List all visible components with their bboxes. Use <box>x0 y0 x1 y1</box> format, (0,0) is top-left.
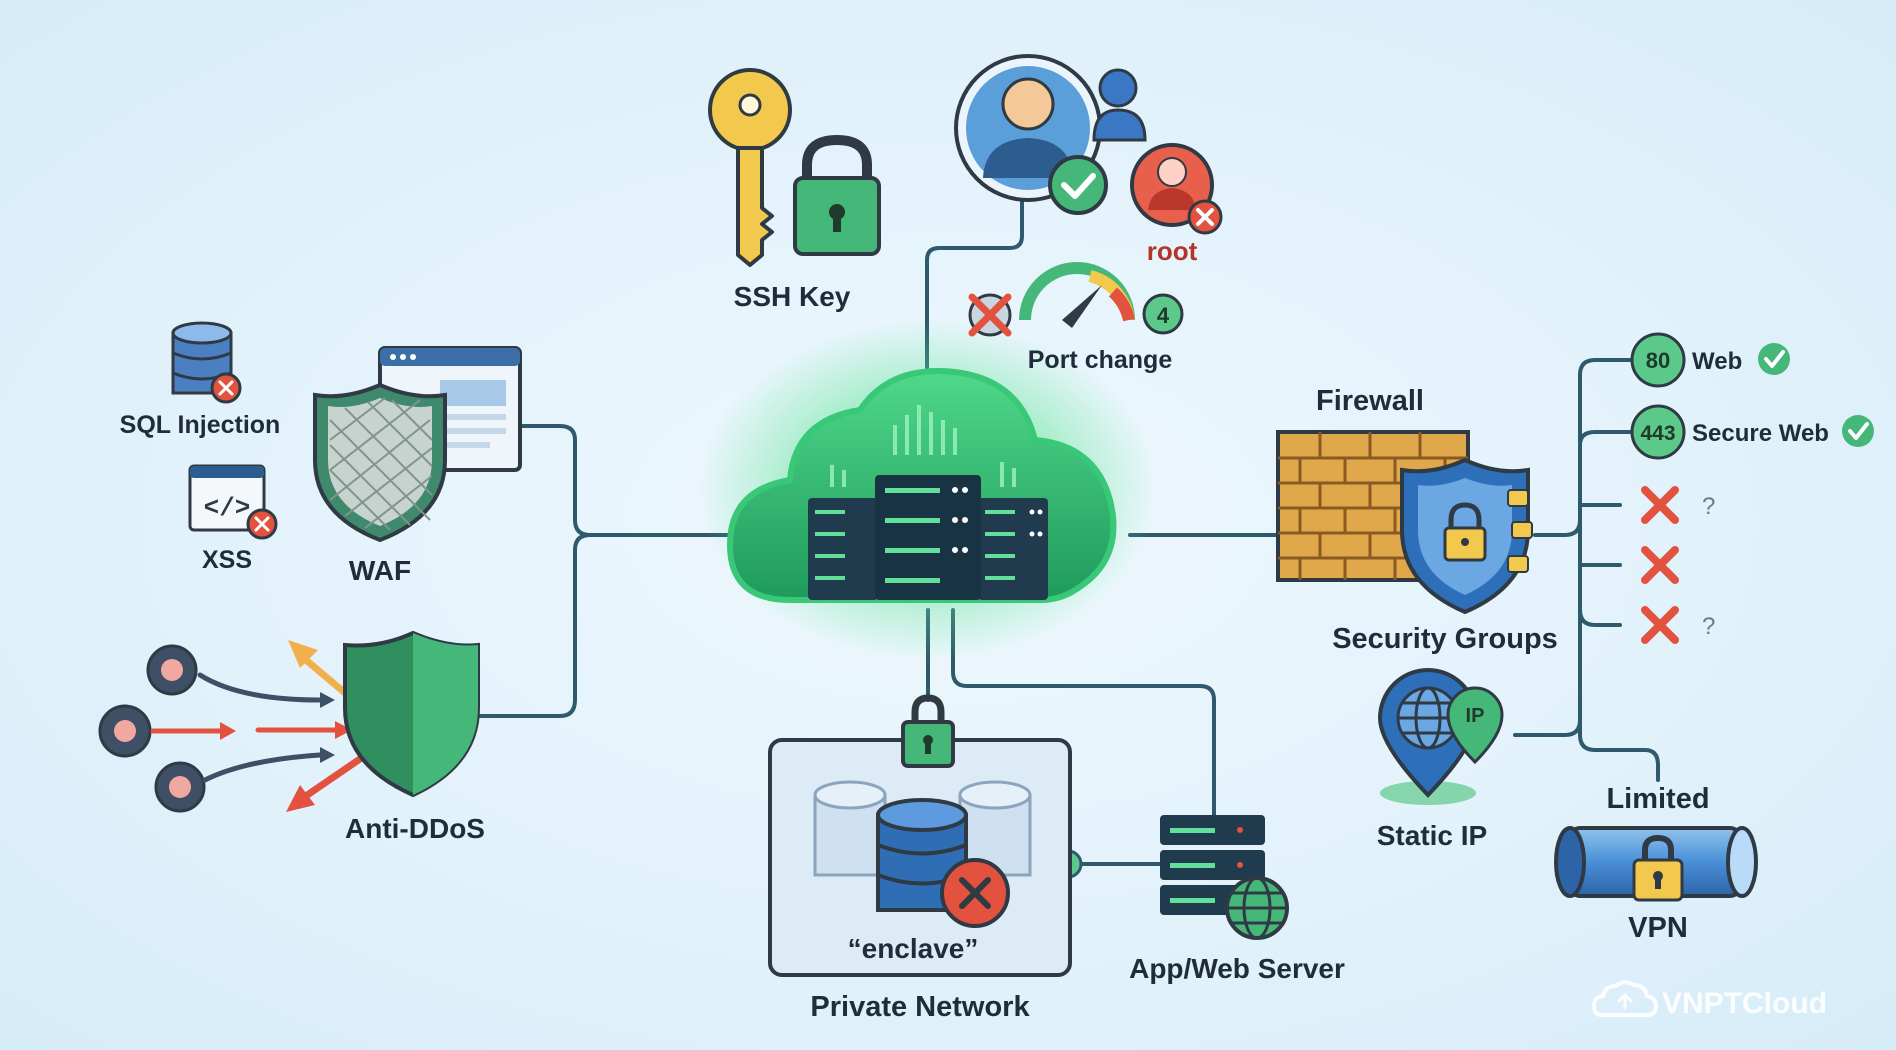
ssh-key-group: SSH Key <box>708 68 881 312</box>
port-rule-80: 80 Web <box>1630 332 1790 388</box>
anti-ddos-label: Anti-DDoS <box>345 813 485 844</box>
shield-icon <box>1400 457 1533 615</box>
brand-text: VNPTCloud <box>1662 987 1827 1020</box>
key-icon <box>708 68 792 267</box>
check-icon <box>1842 415 1874 447</box>
enclave-label: “enclave” <box>848 933 979 964</box>
users-group: root <box>954 54 1223 266</box>
line-static-ip <box>1513 718 1582 737</box>
port-rule-denied: ? <box>1641 606 1715 644</box>
port-number-badge: 4 <box>1142 293 1184 335</box>
padlock-icon <box>793 134 881 256</box>
code-glyph: </> <box>204 493 251 523</box>
database-icon <box>813 780 1032 928</box>
globe-icon <box>1225 876 1289 940</box>
port-rule-denied: ? <box>1641 486 1715 524</box>
deny-icon <box>1641 606 1679 644</box>
database-icon <box>171 321 242 404</box>
vpn-label: VPN <box>1628 912 1688 944</box>
port-rules: 80 Web 443 Secure Web ? ? <box>1630 332 1874 644</box>
svg-text:4: 4 <box>1157 303 1170 328</box>
code-icon: </> <box>188 464 278 540</box>
app-web-server-group: App/Web Server <box>1129 815 1345 984</box>
line-cloud-to-ssh <box>925 188 1024 374</box>
svg-text:443: 443 <box>1640 422 1675 445</box>
cloud-server-icon <box>698 320 1158 660</box>
ip-pin-icon: IP <box>1446 686 1504 765</box>
port-rule-label: Secure Web <box>1692 420 1829 447</box>
check-icon <box>1758 343 1790 375</box>
port-rule-denied <box>1641 546 1679 584</box>
sql-injection-label: SQL Injection <box>120 411 281 439</box>
anti-ddos-group: Anti-DDoS <box>98 630 485 844</box>
brand-logo: VNPTCloud <box>1591 980 1827 1020</box>
shield-icon <box>343 630 480 798</box>
svg-text:IP: IP <box>1466 705 1485 727</box>
static-ip-group: IP Static IP <box>1377 668 1504 851</box>
limited-label: Limited <box>1606 783 1709 815</box>
bug-icon <box>154 761 206 813</box>
security-groups-label: Security Groups <box>1332 623 1558 655</box>
firewall-label: Firewall <box>1316 385 1424 417</box>
deny-icon <box>1641 546 1679 584</box>
line-port-x3 <box>1578 608 1622 627</box>
svg-text:80: 80 <box>1646 348 1670 373</box>
static-ip-label: Static IP <box>1377 820 1487 851</box>
shield-icon <box>313 382 447 543</box>
xss-label: XSS <box>202 546 252 574</box>
port-rule-443: 443 Secure Web <box>1630 404 1874 460</box>
waf-group: SQL Injection </> XSS WAF <box>120 321 522 586</box>
private-network-label: Private Network <box>810 991 1030 1023</box>
port-change-group: 4 Port change <box>968 262 1184 374</box>
user-icon <box>954 54 1147 202</box>
line-left-to-ddos <box>476 533 592 718</box>
line-vpn <box>1578 718 1660 782</box>
deny-icon <box>1641 486 1679 524</box>
waf-label: WAF <box>349 555 411 586</box>
server-rack <box>808 475 1048 600</box>
port-rule-label: ? <box>1702 493 1715 520</box>
app-web-server-label: App/Web Server <box>1129 953 1345 984</box>
port-rule-label: ? <box>1702 613 1715 640</box>
line-port-443 <box>1563 430 1632 537</box>
root-user-icon <box>1130 143 1223 235</box>
port-rule-label: Web <box>1692 348 1742 375</box>
padlock-icon <box>1632 834 1684 902</box>
port-change-label: Port change <box>1028 346 1173 374</box>
blocked-port-icon <box>968 293 1012 337</box>
arrowheads <box>220 640 352 812</box>
check-icon <box>1048 155 1108 215</box>
vpn-group: Limited VPN <box>1554 783 1758 944</box>
line-cloud-to-app <box>951 608 1216 842</box>
private-network-group: “enclave” Private Network <box>768 694 1072 1023</box>
gauge-icon <box>1019 262 1135 328</box>
ssh-key-label: SSH Key <box>734 281 851 312</box>
root-label: root <box>1147 236 1198 266</box>
bug-icon <box>98 704 152 758</box>
cloud-logo-icon <box>1591 980 1659 1017</box>
padlock-icon <box>901 694 955 768</box>
bug-icon <box>146 644 198 696</box>
firewall-group: Firewall Securit <box>1276 385 1558 655</box>
line-left-to-waf <box>520 424 592 537</box>
line-port-80 <box>1578 358 1632 377</box>
